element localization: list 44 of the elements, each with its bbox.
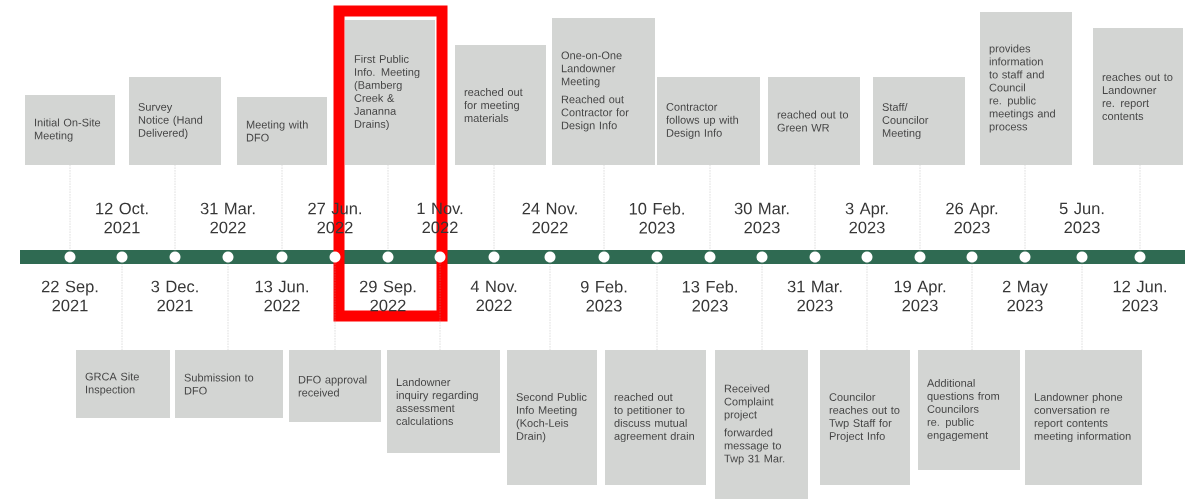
date-label: 2 May 2023 [1002,280,1048,312]
connector-line [334,262,336,351]
node-label: Reached out Contractor for Design Info [561,95,629,132]
event-box: Received Complaint project forwarded message to Twp 31 Mar. [715,350,808,499]
event-box: reached out to petitioner to discuss mutual agreement drain [605,350,706,485]
date-label: 31 Mar. 2022 [200,202,255,234]
date-label: 12 Oct. 2021 [96,202,148,234]
event-box: Staff/ Councilor Meeting [873,77,965,165]
date-label: 30 Mar. 2023 [734,202,789,234]
event-box: Second Public Info Meeting (Koch-Leis Drain) [507,350,597,485]
event-box: DFO approval received [289,350,381,422]
date-label: 13 Feb. 2023 [682,280,737,312]
date-label: 4 Nov. 2022 [470,280,517,312]
date-label: 29 Sep. 2022 [359,280,416,312]
event-box: Survey Notice (Hand Delivered) [129,77,221,165]
event-box: Additional questions from Councilors re. public engagement [918,350,1020,470]
date-label: 3 Dec. 2021 [151,280,198,312]
node-label: One-on-One Landowner Meeting [561,51,622,88]
date-label: 10 Feb. 2023 [629,202,684,234]
event-box: provides information to staff and Council re. public meetings and process [980,12,1072,165]
event-box: Contractor follows up with Design Info [657,77,760,165]
event-box: reaches out to Landowner re. report contents [1093,28,1183,165]
date-label: 9 Feb. 2023 [580,280,627,312]
event-box: GRCA Site Inspection [76,350,170,418]
date-label: 26 Apr. 2023 [946,202,998,234]
event-box: reached out to Green WR [768,77,860,165]
date-label: 22 Sep. 2021 [41,280,98,312]
event-box: One-on-One Landowner Meeting Reached out Contractor for Design Info [552,18,655,165]
date-label: 13 Jun. 2022 [255,280,308,312]
event-box: Submission to DFO [175,350,283,418]
date-label: 12 Jun. 2023 [1113,280,1166,312]
date-label: 31 Mar. 2023 [787,280,842,312]
event-box: Meeting with DFO [237,97,327,165]
date-label: 3 Apr. 2023 [845,202,888,234]
event-box: Councilor reaches out to Twp Staff for Project Info [820,350,910,485]
date-label: 5 Jun. 2023 [1059,202,1104,234]
date-label: 19 Apr. 2023 [894,280,946,312]
event-box: First Public Info. Meeting (Bamberg Creek & Jananna Drains) [345,20,435,165]
event-box: Landowner inquiry regarding assessment calculations [387,350,500,453]
event-box: Landowner phone conversation re report contents meeting information [1025,350,1142,485]
event-box: Initial On-Site Meeting [25,95,115,165]
node-label: Contractor follows up with Design Info [666,103,739,139]
date-label: 24 Nov. 2022 [522,202,577,234]
event-box: reached out for meeting materials [455,45,546,165]
